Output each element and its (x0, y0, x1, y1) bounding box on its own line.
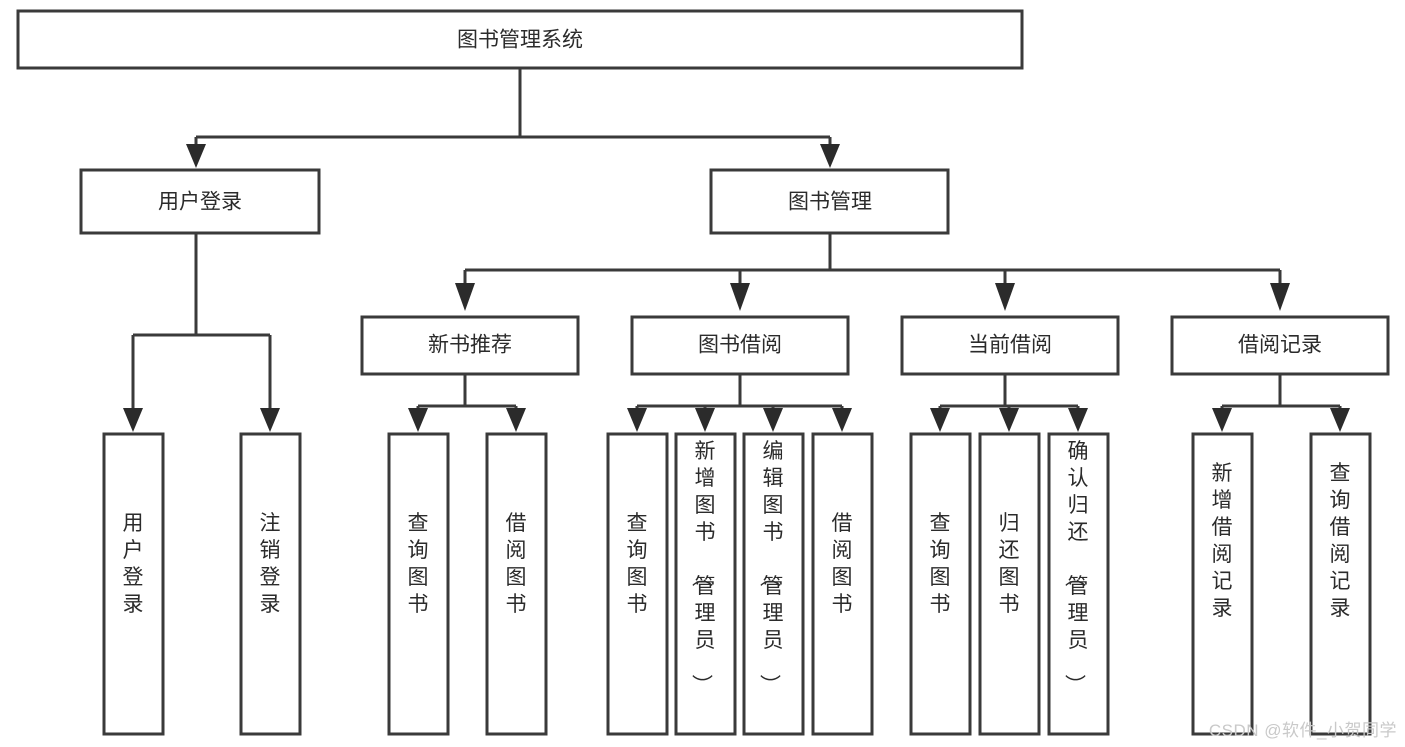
node-leaf-query-book-2-box[interactable] (606, 432, 669, 736)
node-leaf-edit-book-label: 编辑图书（管理员） (758, 440, 784, 695)
node-leaf-query-book-2-label: 查询图书 (627, 512, 648, 616)
node-leaf-logout-login-box[interactable] (239, 432, 302, 736)
node-current-borrow[interactable]: 当前借阅 (900, 315, 1120, 376)
node-leaf-edit-book-box[interactable] (742, 432, 805, 736)
node-new-book-recommend[interactable]: 新书推荐 (360, 315, 580, 376)
connector-group-book-manage (455, 233, 1290, 311)
arrow-head-leaf-query-record (1330, 408, 1350, 432)
node-leaf-return-book-box[interactable] (978, 432, 1041, 736)
node-new-book-recommend-box[interactable] (360, 315, 580, 376)
node-book-borrow-label: 图书借阅 (698, 334, 782, 357)
node-leaf-return-book-label: 归还图书 (999, 512, 1020, 616)
node-user-login-label: 用户登录 (158, 191, 242, 214)
node-user-login-box[interactable] (79, 168, 321, 235)
node-leaf-logout-login[interactable]: 注销登录 (239, 432, 302, 736)
node-root-label: 图书管理系统 (457, 29, 583, 52)
node-leaf-borrow-book-1-box[interactable] (485, 432, 548, 736)
node-leaf-query-book-1-label: 查询图书 (408, 512, 429, 616)
node-leaf-borrow-book-2-label: 借阅图书 (832, 512, 853, 616)
node-borrow-record-label: 借阅记录 (1238, 334, 1322, 357)
node-leaf-add-book-box[interactable] (674, 432, 737, 736)
arrow-head-leaf-edit-book (763, 408, 783, 432)
node-user-login[interactable]: 用户登录 (79, 168, 321, 235)
node-leaf-borrow-book-2[interactable]: 借阅图书 (811, 432, 874, 736)
arrow-head-leaf-add-book (695, 408, 715, 432)
node-leaf-query-book-2[interactable]: 查询图书 (606, 432, 669, 736)
arrow-head-book-borrow (730, 283, 750, 311)
arrow-head-leaf-query-book-1 (408, 408, 428, 432)
connector-group-new-book-recommend (408, 374, 526, 432)
node-root[interactable]: 图书管理系统 (16, 9, 1024, 70)
arrow-head-leaf-query-book-3 (930, 408, 950, 432)
connector-group-current-borrow (930, 374, 1088, 432)
node-book-manage[interactable]: 图书管理 (709, 168, 950, 235)
arrow-head-new-book-recommend (455, 283, 475, 311)
arrow-head-leaf-logout-login (260, 408, 280, 432)
node-new-book-recommend-label: 新书推荐 (428, 334, 512, 357)
node-book-manage-label: 图书管理 (788, 191, 872, 214)
node-current-borrow-box[interactable] (900, 315, 1120, 376)
node-leaf-confirm-return-box[interactable] (1047, 432, 1110, 736)
node-leaf-add-record-box[interactable] (1191, 432, 1254, 736)
node-leaf-add-record[interactable]: 新增借阅记录 (1191, 432, 1254, 736)
node-leaf-user-login-label: 用户登录 (123, 512, 144, 616)
node-leaf-query-book-1-box[interactable] (387, 432, 450, 736)
node-leaf-confirm-return-label: 确认归还（管理员） (1063, 440, 1089, 695)
node-leaf-query-book-3-box[interactable] (909, 432, 972, 736)
connector-group-user-login (123, 233, 280, 432)
node-leaf-query-record[interactable]: 查询借阅记录 (1309, 432, 1372, 736)
node-leaf-borrow-book-1[interactable]: 借阅图书 (485, 432, 548, 736)
arrow-head-current-borrow (995, 283, 1015, 311)
node-leaf-return-book[interactable]: 归还图书 (978, 432, 1041, 736)
node-root-box[interactable] (16, 9, 1024, 70)
node-leaf-edit-book[interactable]: 编辑图书（管理员） (742, 432, 805, 736)
node-leaf-confirm-return[interactable]: 确认归还（管理员） (1047, 432, 1110, 736)
arrow-head-leaf-confirm-return (1068, 408, 1088, 432)
arrow-head-user-login (186, 144, 206, 168)
node-leaf-user-login[interactable]: 用户登录 (102, 432, 165, 736)
node-book-borrow-box[interactable] (630, 315, 850, 376)
connector-group-root (186, 68, 840, 168)
connector-group-borrow-record (1212, 374, 1350, 432)
arrow-head-leaf-return-book (999, 408, 1019, 432)
node-leaf-borrow-book-2-box[interactable] (811, 432, 874, 736)
node-book-manage-box[interactable] (709, 168, 950, 235)
node-leaf-add-record-label: 新增借阅记录 (1212, 462, 1233, 620)
node-leaf-query-record-label: 查询借阅记录 (1330, 462, 1351, 620)
connector-group-book-borrow (627, 374, 852, 432)
node-current-borrow-label: 当前借阅 (968, 334, 1052, 357)
node-leaf-user-login-box[interactable] (102, 432, 165, 736)
node-book-borrow[interactable]: 图书借阅 (630, 315, 850, 376)
node-leaf-add-book[interactable]: 新增图书（管理员） (674, 432, 737, 736)
arrow-head-leaf-borrow-book-1 (506, 408, 526, 432)
arrow-head-leaf-borrow-book-2 (832, 408, 852, 432)
node-leaf-query-book-3[interactable]: 查询图书 (909, 432, 972, 736)
node-borrow-record-box[interactable] (1170, 315, 1390, 376)
arrow-head-leaf-user-login (123, 408, 143, 432)
node-leaf-logout-login-label: 注销登录 (260, 512, 281, 616)
arrow-head-leaf-query-book-2 (627, 408, 647, 432)
arrow-head-book-manage (820, 144, 840, 168)
node-leaf-borrow-book-1-label: 借阅图书 (506, 512, 527, 616)
node-leaf-query-book-3-label: 查询图书 (930, 512, 951, 616)
arrow-head-borrow-record (1270, 283, 1290, 311)
node-leaf-query-record-box[interactable] (1309, 432, 1372, 736)
node-leaf-add-book-label: 新增图书（管理员） (690, 440, 716, 695)
node-borrow-record[interactable]: 借阅记录 (1170, 315, 1390, 376)
node-leaf-query-book-1[interactable]: 查询图书 (387, 432, 450, 736)
arrow-head-leaf-add-record (1212, 408, 1232, 432)
